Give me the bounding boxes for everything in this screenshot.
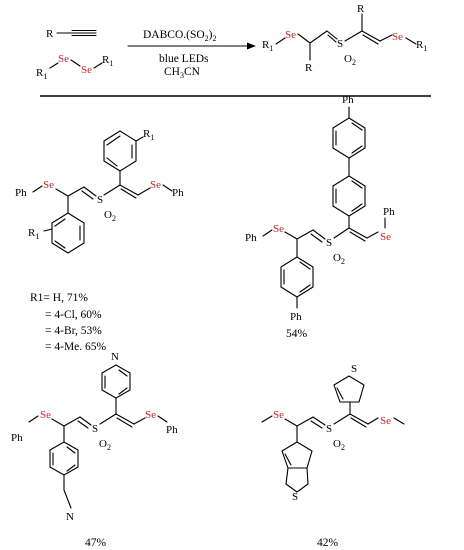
condition-blue-leds: blue LEDs xyxy=(159,53,209,65)
compound-4-yield: 42% xyxy=(317,537,339,549)
compound-2-s: S xyxy=(326,237,332,249)
compound-3-s: S xyxy=(92,423,98,435)
compound-1-r1-lower: R1 xyxy=(28,227,39,241)
compound-4-s: S xyxy=(326,423,332,435)
product-sulfonyl-s: S xyxy=(337,38,343,50)
compound-1-se-right: Se xyxy=(150,179,161,191)
product-r1-left: R1 xyxy=(262,39,273,53)
diselenide-r1-left: R1 xyxy=(36,67,47,81)
compound-2-yield: 54% xyxy=(286,328,308,340)
product-se-left: Se xyxy=(285,29,296,41)
compound-4-s-ring-top: S xyxy=(351,363,357,375)
product-r1-right: R1 xyxy=(416,39,427,53)
compound-1-ph-right: Ph xyxy=(172,187,184,199)
compound-1: R1 Se Ph S NO2 Se Ph R1 R1= H, 71% = 4-C… xyxy=(15,128,184,353)
condition-solvent: CH3CN xyxy=(164,66,201,80)
compound-3-yield: 47% xyxy=(85,537,107,549)
compound-2-ph-left: Ph xyxy=(245,232,257,244)
compound-1-r1-upper: R1 xyxy=(143,128,154,142)
alkyne-r-label: R xyxy=(46,28,54,40)
compound-3: N Se Ph S O2 Se Ph N 47% xyxy=(11,351,178,549)
reactant-alkyne: R xyxy=(46,28,97,40)
product-r-left: R xyxy=(305,62,313,74)
compound-3-ph-right: Ph xyxy=(166,424,178,436)
diselenide-se-1: Se xyxy=(58,53,69,65)
product-general: R1 Se R S O2 R Se R1 xyxy=(262,3,427,74)
compound-2: Ph Se Ph S O2 Se Ph Ph 54% xyxy=(245,94,395,340)
compound-3-se-left: Se xyxy=(40,409,51,421)
product-se-right: Se xyxy=(392,31,403,43)
compound-1-yield-me: = 4-Me. 65% xyxy=(45,341,107,353)
compound-2-o2: O2 xyxy=(333,252,345,266)
compound-1-ph-left: Ph xyxy=(15,187,27,199)
reaction-conditions: DABCO.(SO2)2 blue LEDs CH3CN xyxy=(143,29,217,80)
compound-2-ph-right: Ph xyxy=(383,206,395,218)
product-r-right: R xyxy=(357,3,365,15)
product-sulfonyl-o2: O2 xyxy=(344,53,356,67)
compound-1-yield-cl: = 4-Cl, 60% xyxy=(45,309,102,321)
compound-1-yield-h: R1= H, 71% xyxy=(30,292,88,304)
compound-3-se-right: Se xyxy=(145,409,156,421)
compound-2-ph-bottom: Ph xyxy=(290,311,302,323)
compound-4: S Se S O2 Se S 42% xyxy=(261,363,405,549)
compound-2-se-right: Se xyxy=(380,231,391,243)
compound-2-se-left: Se xyxy=(273,223,284,235)
compound-3-ph-left: Ph xyxy=(11,432,23,444)
reagent-dabco: DABCO.(SO2)2 xyxy=(143,29,217,43)
compound-1-o2: NO2 xyxy=(104,209,116,223)
reaction-arrow xyxy=(127,42,256,50)
compound-3-n-bottom: N xyxy=(66,511,74,523)
compound-1-yield-br: = 4-Br, 53% xyxy=(45,325,102,337)
compound-3-o2: O2 xyxy=(99,438,111,452)
diselenide-r1-right: R1 xyxy=(102,54,113,68)
compound-2-ph-top: Ph xyxy=(342,94,354,106)
compound-4-se-right: Se xyxy=(380,415,391,427)
compound-1-se-left: Se xyxy=(43,179,54,191)
compound-3-n-top: N xyxy=(111,351,119,363)
compound-4-o2: O2 xyxy=(333,438,345,452)
compound-4-se-left: Se xyxy=(273,409,284,421)
reactant-diselenide: R1 Se Se R1 xyxy=(36,53,113,81)
diselenide-se-2: Se xyxy=(81,64,92,76)
compound-4-s-ring-bottom: S xyxy=(292,491,298,503)
compound-1-s: S xyxy=(97,194,103,206)
